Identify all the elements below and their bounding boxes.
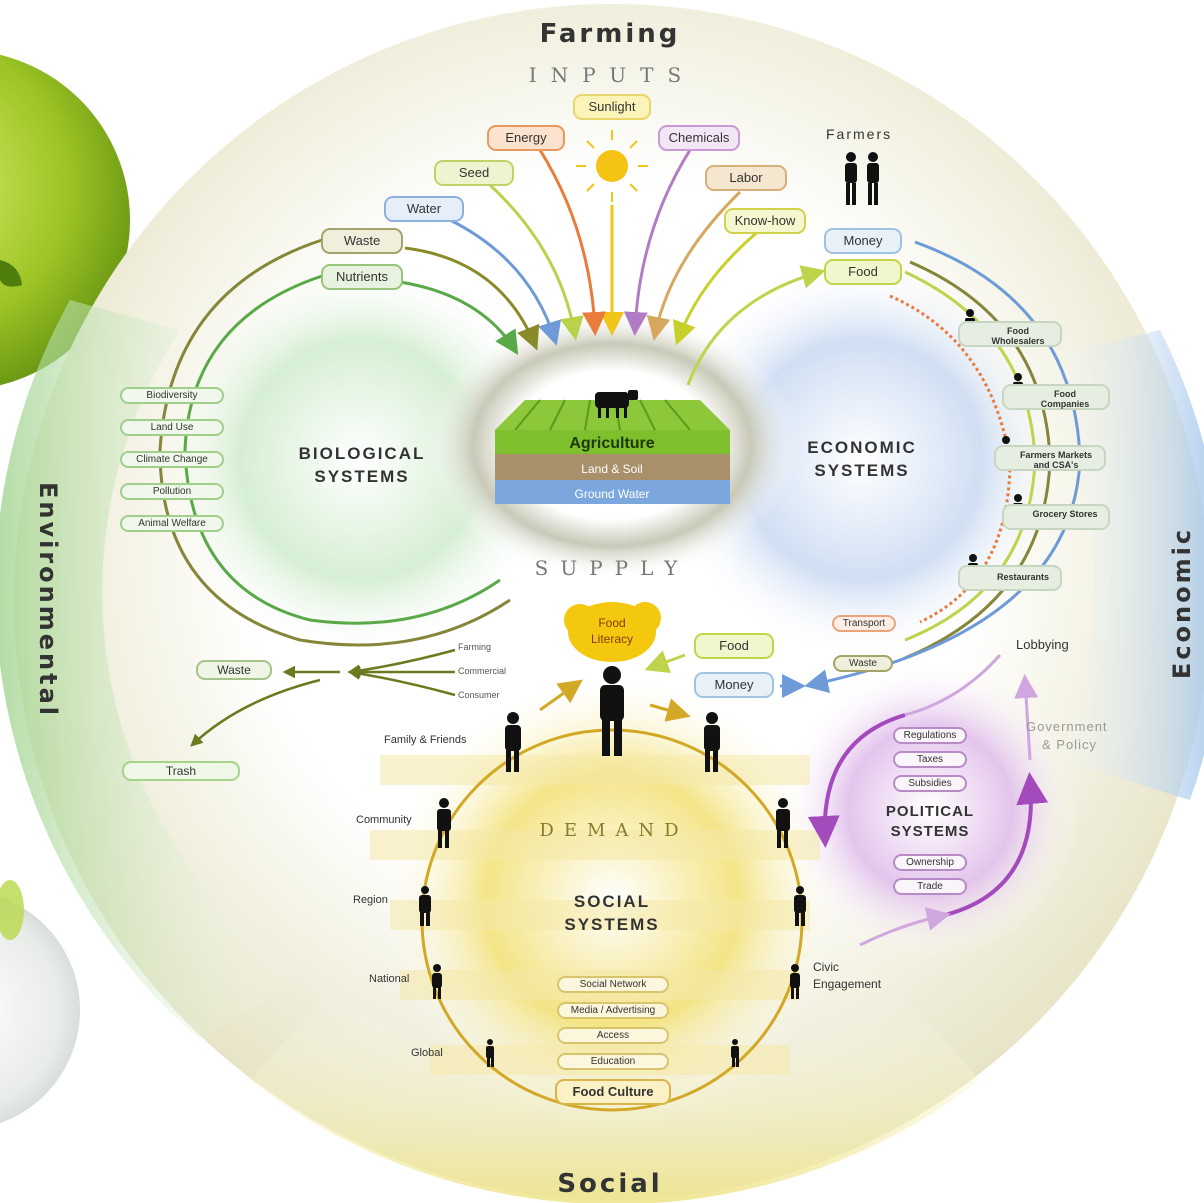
access-pill: Access — [557, 1027, 669, 1044]
transport-pill: Transport — [832, 615, 896, 632]
person-icon — [432, 964, 442, 999]
policy-label: & Policy — [1042, 737, 1097, 752]
water-drop-photo — [0, 880, 80, 1124]
waste-supply-pill: Waste — [196, 660, 272, 680]
biodiversity-pill: Biodiversity — [120, 387, 224, 404]
ownership-pill: Ownership — [893, 854, 967, 871]
region-label: Region — [353, 894, 388, 906]
biological-loop — [158, 238, 511, 647]
food-return-pill: Food — [694, 633, 774, 659]
pollution-pill: Pollution — [120, 483, 224, 500]
nutrients-pill: Nutrients — [321, 264, 403, 290]
waste-return-pill: Waste — [833, 655, 893, 672]
biological-title: BIOLOGICAL — [299, 444, 426, 463]
person-icon — [790, 964, 800, 999]
person-icon — [486, 1039, 494, 1067]
taxes-pill: Taxes — [893, 751, 967, 768]
person-icon — [794, 886, 806, 926]
groundwater-label: Ground Water — [575, 487, 650, 501]
supply-arc-label: SUPPLY — [535, 556, 690, 580]
animal-welfare-pill: Animal Welfare — [120, 515, 224, 532]
social-label: Social — [557, 1169, 662, 1199]
person-icon — [437, 798, 451, 848]
chemicals-pill: Chemicals — [658, 125, 740, 151]
trash-pill: Trash — [122, 761, 240, 781]
family-friends-label: Family & Friends — [384, 734, 467, 746]
lobbying-label: Lobbying — [1016, 637, 1069, 652]
farming-label: Farming — [540, 19, 681, 49]
commercial-supply-label: Commercial — [458, 666, 507, 676]
consumer-person-icon — [600, 666, 624, 756]
person-icon — [776, 798, 790, 848]
food-literacy-label-2: Literacy — [591, 632, 633, 646]
community-label: Community — [356, 814, 412, 826]
government-label: Government — [1026, 719, 1108, 734]
land-soil-label: Land & Soil — [581, 462, 642, 476]
political-title-2: SYSTEMS — [891, 823, 970, 840]
companies-pill: Food Companies — [1002, 384, 1110, 410]
trade-pill: Trade — [893, 878, 967, 895]
food-pill: Food — [824, 259, 902, 285]
subsidies-pill: Subsidies — [893, 775, 967, 792]
cow-icon — [595, 390, 638, 418]
supply-waste-arrows — [190, 648, 456, 747]
political-title: POLITICAL — [886, 803, 974, 820]
sun-icon — [576, 130, 648, 202]
energy-pill: Energy — [487, 125, 565, 151]
climate-change-pill: Climate Change — [120, 451, 224, 468]
restaurants-pill: Restaurants — [958, 565, 1062, 591]
grocery-pill: Grocery Stores — [1002, 504, 1110, 530]
economic-glow — [662, 260, 1062, 660]
sunlight-pill: Sunlight — [573, 94, 651, 120]
social-title-2: SYSTEMS — [564, 915, 659, 934]
input-arrows — [399, 149, 761, 356]
economic-label: Economic — [1168, 527, 1196, 679]
farmers-markets-pill: Farmers Markets and CSA's — [994, 445, 1106, 471]
person-icon — [419, 886, 431, 926]
land-use-pill: Land Use — [120, 419, 224, 436]
biological-title-2: SYSTEMS — [314, 467, 409, 486]
global-label: Global — [411, 1047, 443, 1059]
person-icon — [505, 712, 521, 772]
media-advertising-pill: Media / Advertising — [557, 1002, 669, 1019]
education-pill: Education — [557, 1053, 669, 1070]
money-return-pill: Money — [694, 672, 774, 698]
demand-arc-label: DEMAND — [539, 820, 688, 841]
social-title: SOCIAL — [574, 892, 650, 911]
political-loop — [807, 654, 1049, 947]
water-pill: Water — [384, 196, 464, 222]
waste-input-pill: Waste — [321, 228, 403, 254]
inputs-arc-label: INPUTS — [529, 63, 695, 87]
seed-pill: Seed — [434, 160, 514, 186]
agriculture-label: Agriculture — [569, 435, 654, 452]
national-label: National — [369, 973, 410, 985]
economic-title: ECONOMIC — [807, 438, 917, 457]
regulations-pill: Regulations — [893, 727, 967, 744]
food-literacy-label: Food — [598, 616, 625, 630]
farmers-label: Farmers — [826, 126, 893, 142]
farmer-person-icon — [845, 152, 857, 205]
food-culture-pill: Food Culture — [555, 1079, 671, 1105]
farming-supply-label: Farming — [458, 642, 492, 652]
food-literacy-cloud — [564, 602, 661, 662]
consumer-supply-label: Consumer — [458, 690, 500, 700]
knowhow-pill: Know-how — [724, 208, 806, 234]
economic-title-2: SYSTEMS — [814, 461, 909, 480]
civic-label: Civic — [813, 960, 839, 974]
labor-pill: Labor — [705, 165, 787, 191]
environmental-label: Environmental — [34, 482, 62, 718]
agriculture-block — [495, 390, 730, 504]
money-pill: Money — [824, 228, 902, 254]
political-glow — [780, 660, 1080, 960]
person-icon — [704, 712, 720, 772]
person-icon — [731, 1039, 739, 1067]
farmer-person-icon — [867, 152, 879, 205]
engagement-label: Engagement — [813, 977, 882, 991]
social-network-pill: Social Network — [557, 976, 669, 993]
biological-glow — [160, 260, 560, 660]
wholesalers-pill: Food Wholesalers — [958, 321, 1062, 347]
